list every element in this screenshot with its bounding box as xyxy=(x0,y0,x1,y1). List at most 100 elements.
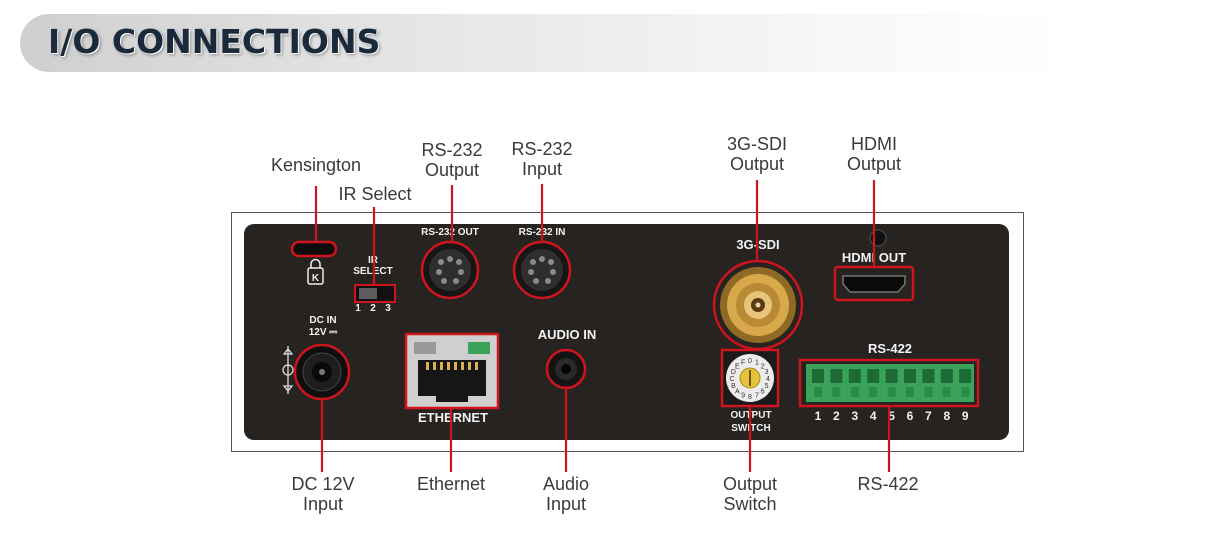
rotary-digit: 2 xyxy=(761,363,765,370)
callout-audio-input-line2: Input xyxy=(545,494,587,514)
rs422-terminal-screw xyxy=(906,387,914,397)
label-audio-in: AUDIO IN xyxy=(537,327,597,342)
rs422-terminal-screw xyxy=(869,387,878,397)
rotary-digit: 7 xyxy=(755,393,759,400)
callout-hdmi-output: HDMI Output xyxy=(824,134,924,174)
callout-audio-input: Audio Input xyxy=(516,474,616,514)
rotary-digit: C xyxy=(729,376,734,383)
callout-lines xyxy=(314,180,891,472)
polarity-icon xyxy=(282,346,294,394)
rs422-pin-label: 4 xyxy=(870,409,877,423)
rotary-digit: 4 xyxy=(766,376,770,383)
callout-audio-input-line1: Audio xyxy=(542,474,590,494)
callout-ir-select-text: IR Select xyxy=(338,184,412,204)
rs422-pin-label: 1 xyxy=(815,409,822,423)
callout-dc-input-line1: DC 12V xyxy=(291,474,355,494)
callout-3gsdi-output-line2: Output xyxy=(729,154,785,174)
title-banner xyxy=(20,14,1060,72)
rs422-terminal-slot xyxy=(904,369,916,383)
rear-panel xyxy=(244,224,1009,440)
label-dc-in: DC IN xyxy=(309,315,337,326)
rs422-terminal-slot xyxy=(867,369,880,383)
callout-ethernet-text: Ethernet xyxy=(416,474,486,494)
rotary-digit: 1 xyxy=(755,359,759,366)
rs422-pin-label: 5 xyxy=(888,409,895,423)
rs422-terminal-slot xyxy=(959,369,972,383)
rotary-digit: 0 xyxy=(748,358,752,365)
rs422-terminal-screw xyxy=(832,387,841,397)
ir-select-switch[interactable] xyxy=(354,284,396,303)
rs422-terminal-slot xyxy=(922,369,935,383)
dc-power-jack xyxy=(282,343,351,401)
callout-rs232-output-line2: Output xyxy=(424,160,480,180)
callout-rs232-input: RS-232 Input xyxy=(492,139,592,179)
callout-output-switch: Output Switch xyxy=(700,474,800,514)
rs422-terminal-slot xyxy=(940,369,953,383)
label-ir-pos-2: 2 xyxy=(370,303,376,314)
label-ir-pos-3: 3 xyxy=(385,303,391,314)
callout-dc-input-line2: Input xyxy=(302,494,344,514)
rs232-output-port xyxy=(420,240,480,300)
rotary-digit: F xyxy=(741,359,745,366)
ethernet-port xyxy=(404,332,500,410)
rs422-pin-label: 8 xyxy=(943,409,950,423)
rs422-terminal-slot xyxy=(848,369,861,383)
sdi-bnc-port xyxy=(712,259,804,351)
kensington-lock-icon: K xyxy=(307,258,324,285)
audio-input-jack xyxy=(545,348,587,390)
callout-dc-input: DC 12V Input xyxy=(273,474,373,514)
callout-hdmi-output-line1: HDMI xyxy=(851,134,897,154)
rs422-pin-label: 2 xyxy=(833,409,840,423)
rs422-terminal-screw xyxy=(961,387,970,397)
rotary-digit: A xyxy=(735,389,740,396)
rs422-terminal-screw xyxy=(814,387,822,397)
rotary-digit: 8 xyxy=(748,394,752,401)
rs422-terminal-screw xyxy=(942,387,951,397)
callout-hdmi-output-line2: Output xyxy=(846,154,902,174)
rotary-digit: 3 xyxy=(765,369,769,376)
label-ir-pos-1: 1 xyxy=(355,303,361,314)
rs422-terminal-slot xyxy=(885,369,898,383)
rs422-terminal-screw xyxy=(924,387,933,397)
rs422-pin-label: 3 xyxy=(851,409,858,423)
callout-output-switch-line2: Switch xyxy=(723,494,777,514)
callout-rs422: RS-422 xyxy=(838,474,938,494)
rs422-pin-label: 6 xyxy=(907,409,914,423)
callout-rs232-input-line2: Input xyxy=(521,159,563,179)
callout-ethernet: Ethernet xyxy=(401,474,501,494)
rs422-terminal-screw xyxy=(850,387,859,397)
rs422-terminal-block xyxy=(798,358,980,408)
rs422-pin-label: 7 xyxy=(925,409,932,423)
label-rs232-out: RS-232 OUT xyxy=(421,227,479,238)
callout-rs232-output-line1: RS-232 xyxy=(421,140,483,160)
rotary-digit: E xyxy=(735,363,740,370)
label-ethernet: ETHERNET xyxy=(417,410,489,425)
rs422-terminal-slot xyxy=(812,369,824,383)
rotary-digit: 9 xyxy=(741,393,745,400)
callout-3gsdi-output: 3G-SDI Output xyxy=(707,134,807,174)
callout-kensington: Kensington xyxy=(266,155,366,175)
rotary-digit: 6 xyxy=(761,389,765,396)
page-title: I/O CONNECTIONS xyxy=(48,22,381,61)
rotary-digit: 5 xyxy=(765,383,769,390)
svg-text:K: K xyxy=(312,273,320,284)
kensington-slot: K xyxy=(290,240,338,285)
callout-3gsdi-output-line1: 3G-SDI xyxy=(726,134,787,154)
rs422-terminal-screw xyxy=(887,387,896,397)
rs232-input-port xyxy=(512,240,572,300)
callout-rs422-text: RS-422 xyxy=(857,474,919,494)
callout-rs232-output: RS-232 Output xyxy=(402,140,502,180)
rs422-terminal-slot xyxy=(830,369,843,383)
label-dc-12v: 12V ⎓ xyxy=(308,327,338,338)
callout-kensington-text: Kensington xyxy=(270,155,362,175)
rotary-digit: B xyxy=(731,383,736,390)
callout-output-switch-line1: Output xyxy=(722,474,778,494)
rotary-digit: D xyxy=(731,369,736,376)
callout-ir-select: IR Select xyxy=(325,184,425,204)
callout-rs232-input-line1: RS-232 xyxy=(511,139,573,159)
rs422-pin-label: 9 xyxy=(962,409,969,423)
